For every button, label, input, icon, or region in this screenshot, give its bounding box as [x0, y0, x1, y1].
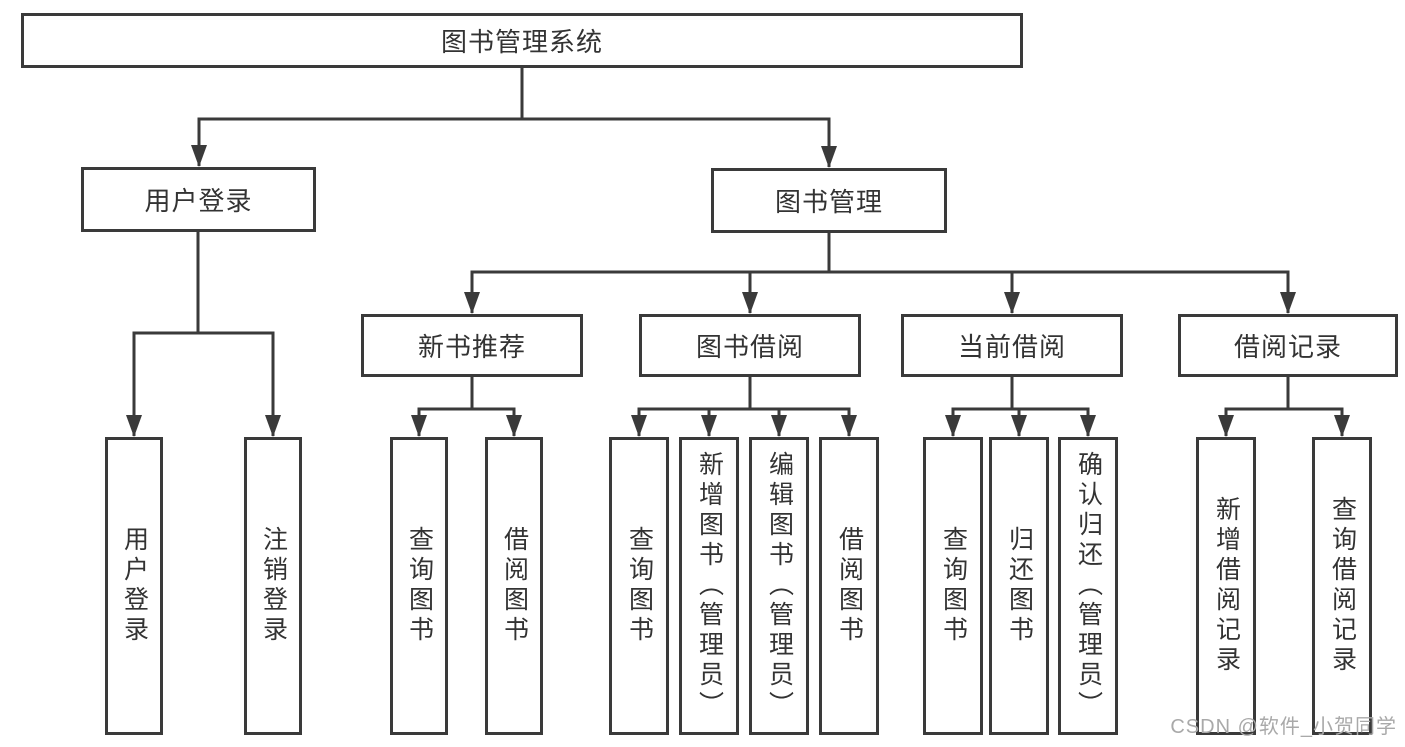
node-logout-leaf: 注销登录: [244, 437, 302, 735]
node-root-label: 图书管理系统: [440, 27, 603, 57]
node-current-query-book: 查询图书: [923, 437, 983, 735]
node-borrow-edit-book-admin: 编辑图书（管理员）: [749, 437, 809, 735]
node-new-book-recommend-label: 新书推荐: [417, 332, 526, 362]
node-current-return-book: 归还图书: [989, 437, 1049, 735]
node-recommend-query-book: 查询图书: [390, 437, 448, 735]
node-root: 图书管理系统: [21, 13, 1023, 68]
node-current-borrow: 当前借阅: [901, 314, 1123, 377]
node-records-query-record: 查询借阅记录: [1312, 437, 1372, 735]
watermark: CSDN @软件_小贺同学: [1170, 716, 1397, 738]
node-user-login: 用户登录: [81, 167, 316, 232]
connector-new-book-recommend-to-children: [411, 377, 522, 437]
node-recommend-borrow-book: 借阅图书: [485, 437, 543, 735]
node-borrow-add-book-admin: 新增图书（管理员）: [679, 437, 739, 735]
connector-root-to-level2: [191, 68, 837, 168]
node-user-login-leaf: 用户登录: [105, 437, 163, 735]
connector-book-borrow-to-children: [631, 377, 857, 437]
connector-user-login-to-children: [126, 232, 281, 437]
node-new-book-recommend: 新书推荐: [361, 314, 583, 377]
node-current-confirm-return-admin: 确认归还（管理员）: [1058, 437, 1118, 735]
node-borrow-query-book: 查询图书: [609, 437, 669, 735]
node-borrow-records-label: 借阅记录: [1233, 332, 1342, 362]
node-book-borrow-label: 图书借阅: [695, 332, 804, 362]
node-book-mgmt-label: 图书管理: [774, 187, 883, 217]
node-borrow-records: 借阅记录: [1178, 314, 1398, 377]
connector-borrow-records-to-children: [1218, 377, 1350, 437]
node-borrow-borrow-book: 借阅图书: [819, 437, 879, 735]
node-book-mgmt: 图书管理: [711, 168, 947, 233]
node-current-borrow-label: 当前借阅: [957, 332, 1066, 362]
node-records-add-record: 新增借阅记录: [1196, 437, 1256, 735]
connector-book-mgmt-to-level3: [464, 233, 1296, 314]
node-book-borrow: 图书借阅: [639, 314, 861, 377]
connector-current-borrow-to-children: [945, 377, 1096, 437]
node-user-login-label: 用户登录: [144, 186, 253, 216]
